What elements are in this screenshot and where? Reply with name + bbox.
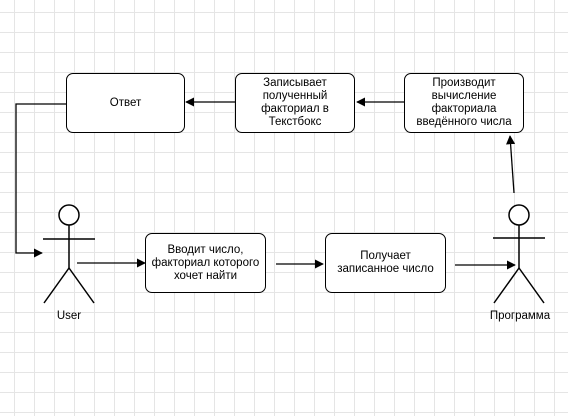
answer-node[interactable]: Ответ <box>66 73 185 133</box>
write-result-node[interactable]: Записывает полученный факториал в Текстб… <box>235 73 355 133</box>
program-actor-figure[interactable] <box>493 204 545 304</box>
program-actor-head <box>508 204 530 226</box>
receive-number-node-label: Получает записанное число <box>337 250 434 275</box>
user-actor-left-leg <box>43 267 70 304</box>
write-result-node-label: Записывает полученный факториал в Текстб… <box>261 77 329 128</box>
arrow-program-to-compute[interactable] <box>506 135 516 194</box>
arrow-answer-to-user[interactable] <box>15 103 66 258</box>
user-actor-head <box>58 204 80 226</box>
compute-node[interactable]: Производит вычисление факториала введённ… <box>404 73 524 133</box>
user-actor-label: User <box>56 310 82 322</box>
program-actor-right-leg <box>518 267 545 304</box>
enter-number-node-label: Вводит число, факториал которого хочет н… <box>151 243 260 282</box>
program-actor-left-leg <box>493 267 520 304</box>
compute-node-label: Производит вычисление факториала введённ… <box>416 77 512 128</box>
user-actor-figure[interactable] <box>43 204 95 304</box>
user-actor-right-leg <box>68 267 95 304</box>
receive-number-node[interactable]: Получает записанное число <box>325 233 446 293</box>
enter-number-node[interactable]: Вводит число, факториал которого хочет н… <box>145 233 266 293</box>
program-actor-label: Программа <box>489 310 551 322</box>
answer-node-label: Ответ <box>109 96 142 109</box>
